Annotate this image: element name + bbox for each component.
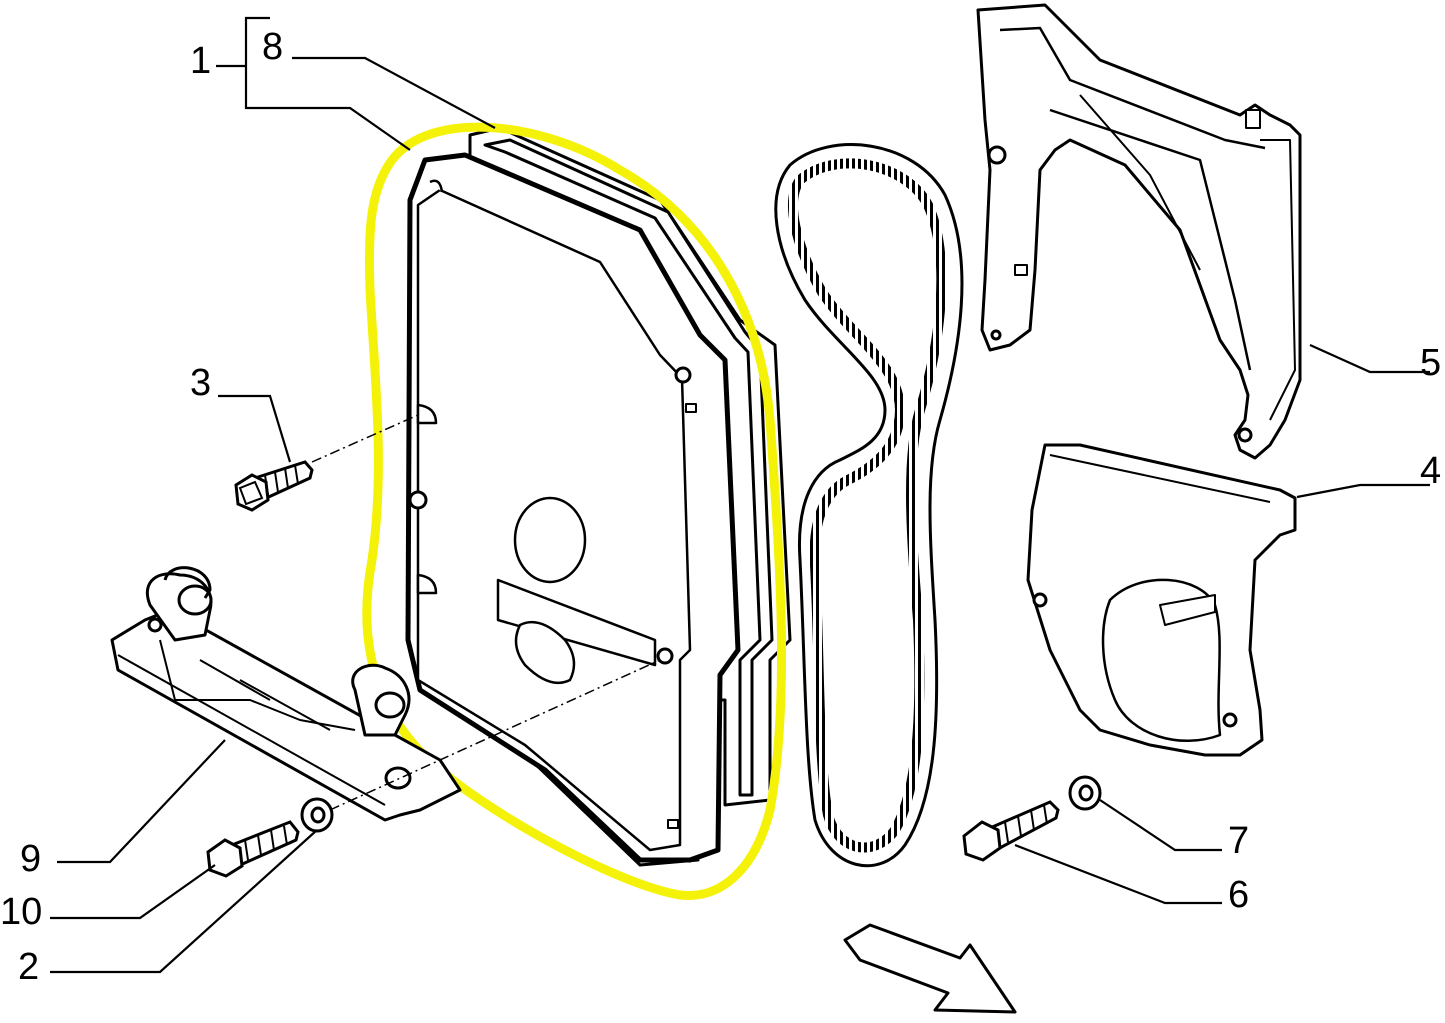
callout-7: 7 <box>1228 820 1250 862</box>
bolt-10 <box>206 820 300 878</box>
callout-9: 9 <box>20 838 42 880</box>
callout-6: 6 <box>1228 874 1250 916</box>
belt-guide <box>110 566 462 822</box>
timing-cover-main <box>405 126 792 867</box>
timing-belt <box>774 143 964 868</box>
leader-lines <box>50 16 1430 974</box>
upper-bracket <box>976 3 1302 460</box>
highlight-outline <box>362 122 787 901</box>
bolt-6 <box>962 800 1060 862</box>
callout-4: 4 <box>1420 450 1442 492</box>
direction-arrow <box>843 923 1017 1014</box>
lower-cover <box>1026 443 1297 757</box>
washer-7 <box>1068 775 1102 811</box>
callout-5: 5 <box>1420 342 1442 384</box>
callout-8: 8 <box>262 26 284 68</box>
axis-lines <box>311 414 661 811</box>
callout-3: 3 <box>190 362 212 404</box>
bolt-3 <box>234 460 314 512</box>
callout-10: 10 <box>0 891 43 933</box>
washer-2 <box>300 797 334 833</box>
callout-2: 2 <box>18 946 40 988</box>
callout-1: 1 <box>190 40 212 82</box>
